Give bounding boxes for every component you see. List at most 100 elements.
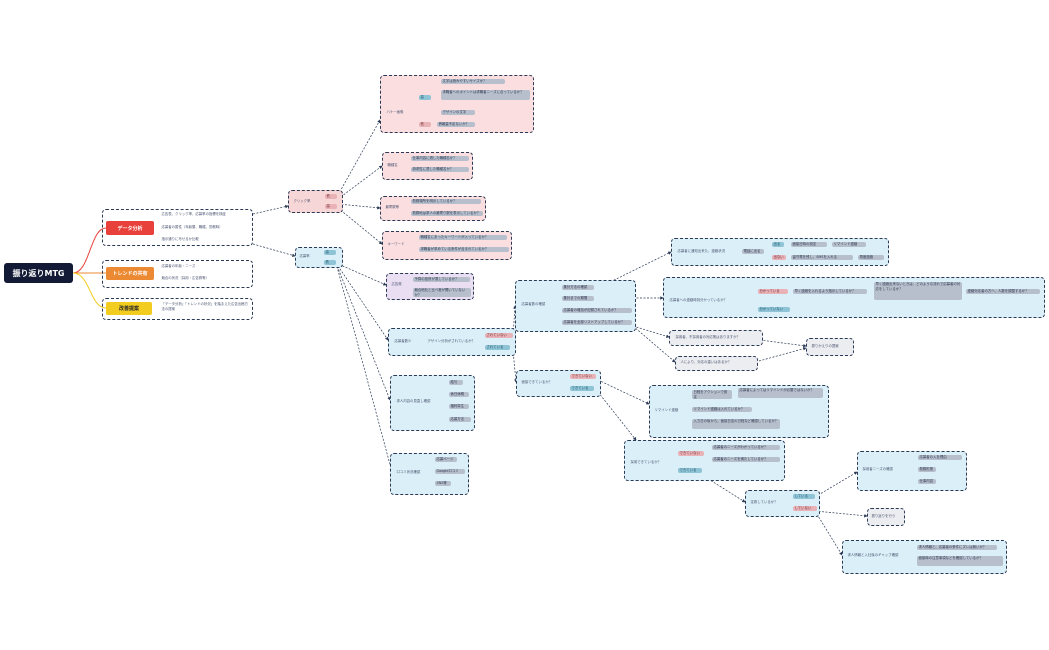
others-q2-box: [675, 356, 758, 371]
channel-label[interactable]: 口コミ状況確認: [396, 470, 421, 474]
job-q2: 訴求性に適した職種名か？: [411, 167, 469, 172]
click-rate-label[interactable]: クリック率: [293, 199, 311, 203]
remind-label[interactable]: リマインド連絡: [654, 408, 679, 412]
contact-y2: リマインド連絡: [832, 242, 866, 247]
ready-item: 応募者の増加が記録されているか？: [562, 308, 632, 313]
others-q1[interactable]: 採用者、不採用者の対応策はありますか？: [675, 335, 740, 339]
ready-item: 応募者を全部リストアップしているか？: [562, 320, 632, 325]
hire-label[interactable]: 採用できているか？: [630, 460, 662, 464]
channel-item: SNS等: [435, 481, 451, 486]
others-q1-box: [669, 330, 763, 346]
hire-no[interactable]: できていない: [678, 451, 704, 456]
others-q3[interactable]: 振りかえりの提案: [811, 344, 839, 348]
stay-yes-item: 応募者の入社理由: [918, 455, 962, 460]
source-item: 休日休暇: [449, 392, 469, 397]
station-q2: 勤務地は求人の最寄り駅を表示しているか？: [411, 211, 483, 216]
others-q3-box: [806, 338, 854, 356]
data-analysis-tag[interactable]: データ分析: [106, 221, 154, 235]
ready-label[interactable]: 応募者数の確認: [521, 302, 546, 306]
interview-yes[interactable]: できている: [570, 386, 594, 391]
trend-box: [102, 260, 253, 288]
others-q2[interactable]: 人により、対応の違いはあるか？: [680, 360, 732, 364]
edge-1: [252, 243, 296, 257]
edge-19: [597, 391, 637, 441]
data-analysis-item: 指示通りに写せるか比較: [161, 237, 199, 241]
reason-a1: 早く連絡を入れるよう指示しているか？: [793, 289, 867, 294]
banner-low[interactable]: 低: [419, 122, 431, 127]
edge-14: [632, 325, 670, 338]
adcost-q2: 競合他社と比べ差が開いていないか？: [413, 288, 471, 298]
interview-no[interactable]: できていない: [570, 374, 596, 379]
apply-rate-label[interactable]: 応募率: [299, 254, 310, 258]
stay-no-label[interactable]: 振り返りを行う: [871, 514, 896, 518]
root-node[interactable]: 振り返りMTG: [4, 263, 73, 283]
detail-yes[interactable]: されている: [485, 345, 510, 350]
stay-yes-item: 仕事内容: [918, 479, 936, 484]
mismatch-label[interactable]: 求人情報と入社後のギャップ確認: [847, 553, 899, 557]
source-item: 応募方法: [449, 417, 471, 422]
stay-yes[interactable]: している: [793, 494, 815, 499]
keyword-q2: 求職者が求めている条件が含まれているか？: [419, 247, 509, 252]
reason-no[interactable]: 分かっていない: [758, 307, 790, 312]
reason-a3: 連絡対応者の方へ、人数を調整するか？: [966, 289, 1040, 294]
apply-high[interactable]: 高: [324, 250, 336, 255]
ready-item: 集計方法の確認: [562, 285, 594, 290]
detail-q[interactable]: デザイン分析がされているか？: [427, 339, 475, 343]
stay-yes-label[interactable]: 採用者ニーズの確認: [862, 467, 893, 471]
remind-item: 日程をアクションで設定: [692, 390, 732, 400]
adcost-q1: 予算の投資が適しているか？: [413, 277, 470, 282]
keyword-label[interactable]: キーワード: [387, 242, 405, 246]
improve-box: [102, 298, 253, 320]
improve-tag[interactable]: 改善提案: [106, 302, 152, 315]
detail-box: [388, 328, 516, 356]
banner-q2: 求職者へのポイントは求職者ニーズに合っているか？: [441, 90, 530, 100]
click-low[interactable]: 低: [325, 194, 337, 199]
mismatch-item: 求人情報と、応募者の条件にズレは無いか？: [917, 545, 997, 550]
contact-n2: 再度連絡: [858, 255, 884, 260]
banner-label[interactable]: バナー画像: [386, 110, 404, 114]
trend-tag[interactable]: トレンドの共有: [106, 267, 154, 280]
adcost-label[interactable]: 広告費: [391, 282, 402, 286]
contact-q[interactable]: 電話に出る: [742, 249, 764, 254]
job-label[interactable]: 職種名: [387, 163, 398, 167]
hire-n1: 応募者のニーズがわかっているか？: [712, 445, 780, 450]
contact-yes[interactable]: 出る: [772, 242, 784, 247]
remind-item: リマインド連絡は入れているか？: [692, 407, 752, 412]
banner-high[interactable]: 高: [419, 95, 431, 100]
edge-18: [597, 379, 650, 405]
detail-no[interactable]: されていない: [485, 333, 513, 338]
edge-2: [337, 119, 381, 196]
edge-17: [758, 347, 807, 362]
stay-no[interactable]: していない: [793, 506, 817, 511]
edge-4: [337, 203, 381, 210]
hire-n2: 応募者のニーズを満たしているか？: [712, 457, 780, 462]
interview-label[interactable]: 面接できているか？: [521, 380, 553, 384]
edge-6: [335, 262, 387, 286]
data-analysis-item: 応募者の属性（年齢層、職種、勤務時）: [161, 225, 223, 229]
contact-no[interactable]: 出ない: [772, 255, 786, 260]
job-q1: 仕事内容に適した職種名か？: [411, 156, 469, 161]
apply-low[interactable]: 低: [324, 260, 336, 265]
station-label[interactable]: 最寄駅等: [385, 205, 400, 209]
edge-21: [814, 471, 858, 498]
reason-label[interactable]: 応募者への連絡時刻分かっているか？: [669, 298, 727, 302]
trend-item: 応募者の年齢・ニーズ: [161, 264, 196, 268]
click-high[interactable]: 高: [325, 204, 337, 209]
hire-yes[interactable]: できている: [678, 468, 702, 473]
edge-22: [814, 510, 868, 518]
remind-item: 入力日の後から、面接日迄の日程など確認しているか？: [692, 419, 780, 429]
contact-label[interactable]: 応募者に通知出来た、連絡状況: [677, 249, 725, 253]
contact-y1: 面接日時の設定: [791, 242, 827, 247]
channel-item: 応募ページ: [435, 457, 457, 462]
channel-item: Google口コミ: [435, 469, 465, 474]
banner-q3: デザインの文字: [441, 110, 475, 115]
reason-a2: 早く連絡出来ないときは、どのような流れで応募者の対応をしているか？: [874, 282, 962, 300]
detail-label[interactable]: 応募者数少: [394, 339, 412, 343]
source-label[interactable]: 求人内容の見直し確認: [396, 399, 431, 403]
station-q1: 勤務場所を明示しているか？: [411, 199, 481, 204]
reason-yes[interactable]: 分かっている: [758, 289, 788, 294]
edge-5: [337, 207, 383, 245]
source-item: 福利厚生: [449, 404, 469, 409]
stay-label[interactable]: 定着しているか？: [750, 500, 778, 504]
banner-q1: 文字は読みやすいサイズか？: [441, 79, 505, 84]
